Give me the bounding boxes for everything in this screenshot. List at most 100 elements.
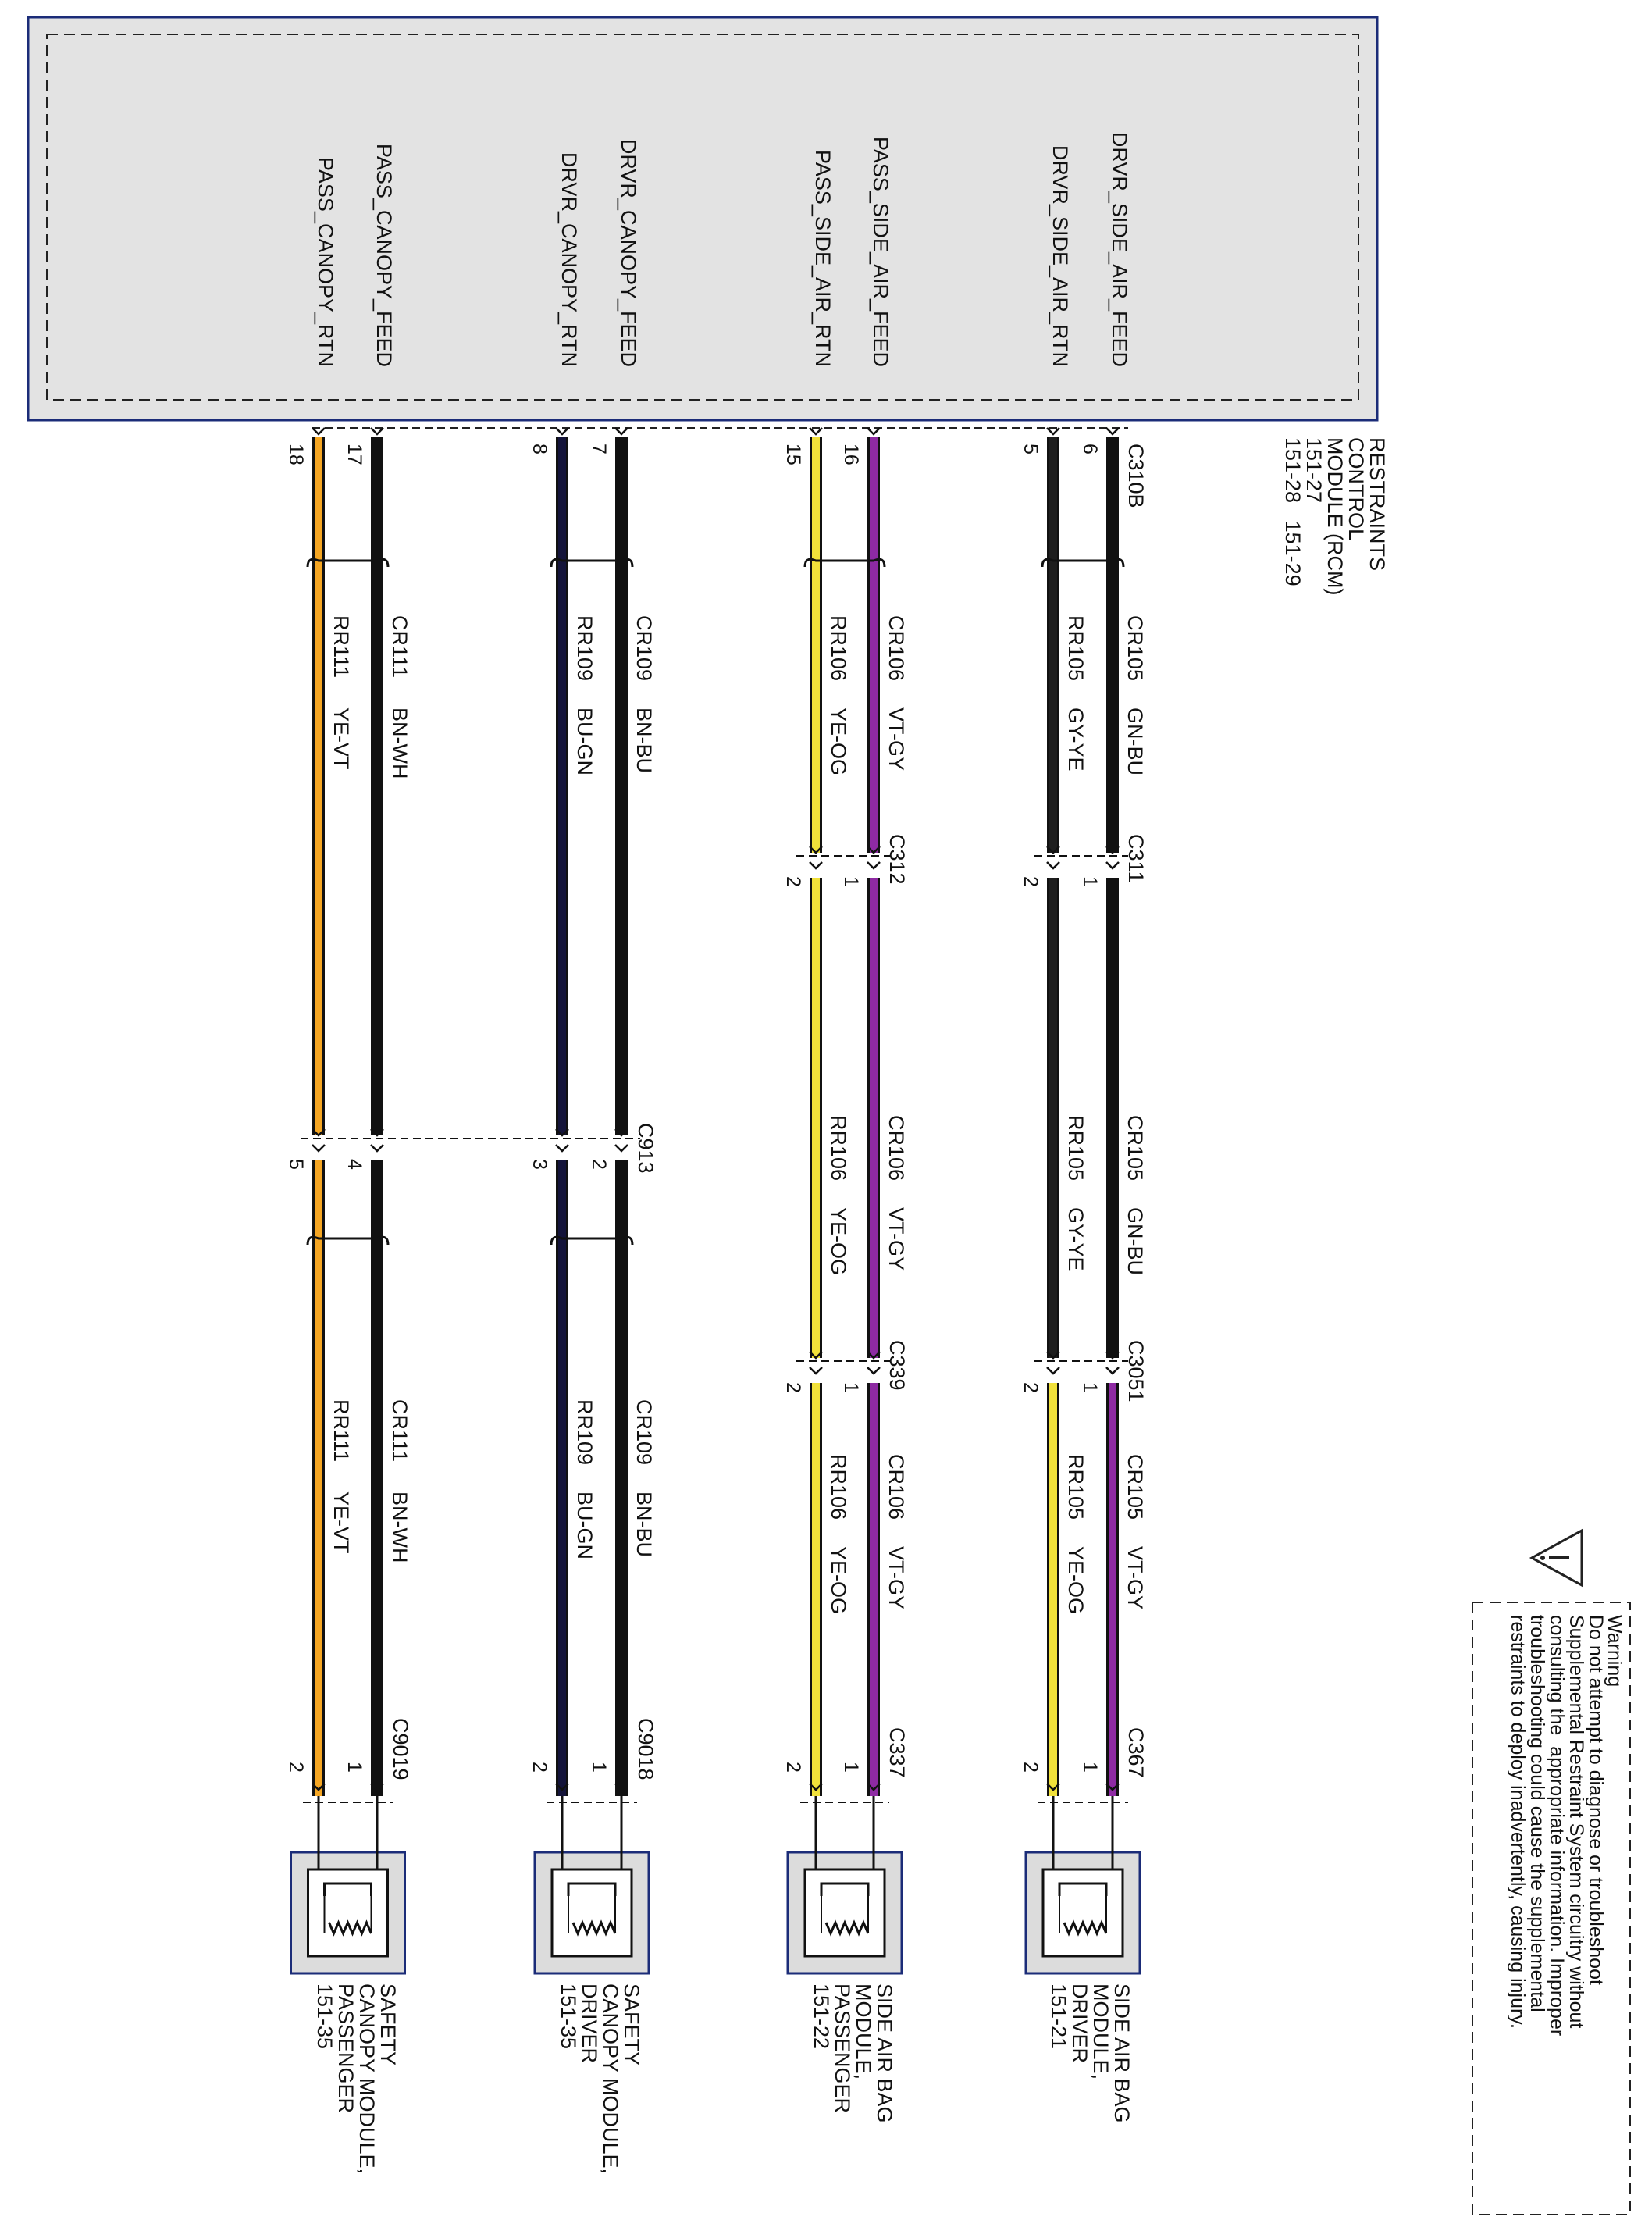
pin-chevron bbox=[1105, 1783, 1120, 1791]
squib-shield bbox=[323, 1882, 372, 1896]
wire-color-label: GN-BU bbox=[1123, 1207, 1147, 1275]
wire-circuit-label: RR105 bbox=[1064, 615, 1088, 681]
connector-pin: 2 bbox=[529, 1762, 550, 1773]
pin-chevron bbox=[312, 427, 326, 436]
wire-circuit-label: CR106 bbox=[885, 1115, 908, 1181]
wire-circuit-label: CR109 bbox=[632, 1399, 656, 1465]
connector-pin: 1 bbox=[840, 1762, 862, 1773]
pin-chevron bbox=[370, 1128, 384, 1137]
rcm-pin-number: 6 bbox=[1079, 444, 1101, 454]
module-label-line: 151-35 bbox=[313, 1983, 336, 2049]
wire-color-label: YE-OG bbox=[827, 1546, 850, 1614]
wire-color-label: YE-OG bbox=[1064, 1546, 1088, 1614]
module-label-line: PASSENGER bbox=[334, 1983, 358, 2113]
rcm-pin-number: 15 bbox=[782, 444, 804, 465]
rcm-pin-number: 5 bbox=[1020, 444, 1041, 454]
pin-chevron bbox=[614, 1783, 628, 1791]
warning-line: Do not attempt to diagnose or troublesho… bbox=[1585, 1615, 1607, 1985]
squib-heater-icon bbox=[824, 1919, 870, 1937]
module-label-line: CANOPY MODULE, bbox=[599, 1983, 622, 2174]
wire-circuit-label: CR105 bbox=[1123, 1115, 1147, 1181]
connector-pin: 2 bbox=[1020, 1382, 1041, 1393]
rcm-pins: 6 5 16 15 7 8 17 18 bbox=[285, 444, 1101, 465]
pin-chevron bbox=[867, 427, 881, 436]
pin-chevron bbox=[867, 846, 881, 854]
connector-label-c311: C311 bbox=[1124, 834, 1148, 883]
connector-label-c337: C337 bbox=[885, 1727, 909, 1778]
wire-color-label: GY-YE bbox=[1064, 707, 1088, 772]
module-label-line: SIDE AIR BAG bbox=[873, 1983, 896, 2123]
module-label-line: DRIVER bbox=[1068, 1983, 1091, 2063]
wire-color-label: GN-BU bbox=[1123, 707, 1147, 775]
connector-pin: 2 bbox=[285, 1762, 307, 1773]
rcm-pin-number: 7 bbox=[588, 444, 610, 454]
pin-chevron bbox=[614, 1128, 628, 1137]
signal-label: DRVR_SIDE_AIR_RTN bbox=[1049, 145, 1072, 367]
wire-color-label: BN-BU bbox=[632, 707, 656, 773]
warning-line: restraints to deploy inadvertently, caus… bbox=[1507, 1615, 1529, 2029]
twisted-pair-marker bbox=[306, 1235, 390, 1246]
squib-shield bbox=[820, 1882, 870, 1896]
wire-circuit-label: CR106 bbox=[885, 1454, 908, 1520]
pin-chevron bbox=[614, 427, 628, 436]
wire-circuit-label: RR109 bbox=[573, 1399, 596, 1465]
connector-pin: 2 bbox=[782, 1382, 804, 1393]
pin-chevron bbox=[809, 1783, 823, 1791]
pin-chevron bbox=[809, 846, 823, 854]
pin-chevron bbox=[1046, 1351, 1060, 1360]
wire-circuit-label: CR111 bbox=[388, 615, 411, 678]
pin-chevron bbox=[1105, 846, 1120, 854]
pin-chevron bbox=[555, 1783, 569, 1791]
warning-box bbox=[1472, 1602, 1631, 2215]
pin-chevron bbox=[1105, 1351, 1120, 1360]
pin-chevron bbox=[1046, 861, 1060, 870]
wire-circuit-label: CR105 bbox=[1123, 1454, 1147, 1520]
module-label-line: SAFETY bbox=[620, 1983, 643, 2065]
module-label-line: 151-22 bbox=[810, 1983, 833, 2049]
signal-label: DRVR_CANOPY_FEED bbox=[617, 139, 640, 367]
wire-color-label: BU-GN bbox=[573, 707, 596, 775]
signal-label: PASS_CANOPY_FEED bbox=[372, 144, 396, 367]
rcm-name-line: MODULE (RCM) bbox=[1323, 437, 1347, 596]
rcm-signal-labels: DRVR_SIDE_AIR_FEED DRVR_SIDE_AIR_RTN PAS… bbox=[314, 132, 1131, 367]
wire-circuit-label: RR111 bbox=[329, 1399, 353, 1462]
module-label-line: PASSENGER bbox=[831, 1983, 854, 2113]
module-label-line: MODULE, bbox=[852, 1983, 875, 2080]
rcm-name-line: 151-28 151-29 bbox=[1281, 437, 1305, 586]
module-label-line: MODULE, bbox=[1089, 1983, 1113, 2080]
connector-label-c9019: C9019 bbox=[389, 1718, 412, 1780]
connector-label-c312: C312 bbox=[885, 834, 909, 885]
pin-chevron bbox=[809, 1351, 823, 1360]
module-label-line: 151-35 bbox=[557, 1983, 580, 2049]
pin-chevron bbox=[1105, 427, 1120, 436]
wire-circuit-label: RR106 bbox=[827, 1115, 850, 1181]
wire-circuit-label: RR105 bbox=[1064, 1454, 1088, 1520]
wire-color-label: VT-GY bbox=[1123, 1546, 1147, 1609]
warning-panel: Warning Do not attempt to diagnose or tr… bbox=[1472, 1528, 1631, 2215]
pin-chevron bbox=[1105, 861, 1120, 870]
marker-layer: CR105GN-BUCR105GN-BUCR105VT-GYRR105GY-YE… bbox=[301, 427, 1147, 1803]
squib-icon bbox=[1041, 1868, 1124, 1958]
signal-label: PASS_SIDE_AIR_FEED bbox=[869, 137, 892, 367]
squib-heater-icon bbox=[328, 1919, 372, 1937]
module-layer bbox=[290, 1796, 1141, 1975]
connector-pin: 1 bbox=[1079, 1382, 1101, 1393]
wire-color-label: YE-OG bbox=[827, 707, 850, 775]
connector-pin: 1 bbox=[344, 1762, 365, 1773]
connector-pin: 2 bbox=[1020, 1762, 1041, 1773]
wire-color-label: GY-YE bbox=[1064, 1207, 1088, 1271]
warning-line: troubleshooting could cause the suppleme… bbox=[1526, 1615, 1548, 2012]
wire-color-label: BN-BU bbox=[632, 1491, 656, 1557]
connector-label-c3051: C3051 bbox=[1124, 1340, 1148, 1402]
wire-color-label: BU-GN bbox=[573, 1491, 596, 1559]
wire-color-label: BN-WH bbox=[388, 1491, 411, 1563]
squib-shield bbox=[567, 1882, 617, 1896]
pin-chevron bbox=[312, 1128, 326, 1137]
connector-label-c367: C367 bbox=[1124, 1727, 1148, 1778]
wire-circuit-label: RR111 bbox=[329, 615, 353, 678]
wire-circuit-label: RR106 bbox=[827, 615, 850, 681]
pin-chevron bbox=[867, 861, 881, 870]
wire-circuit-label: CR111 bbox=[388, 1399, 411, 1462]
